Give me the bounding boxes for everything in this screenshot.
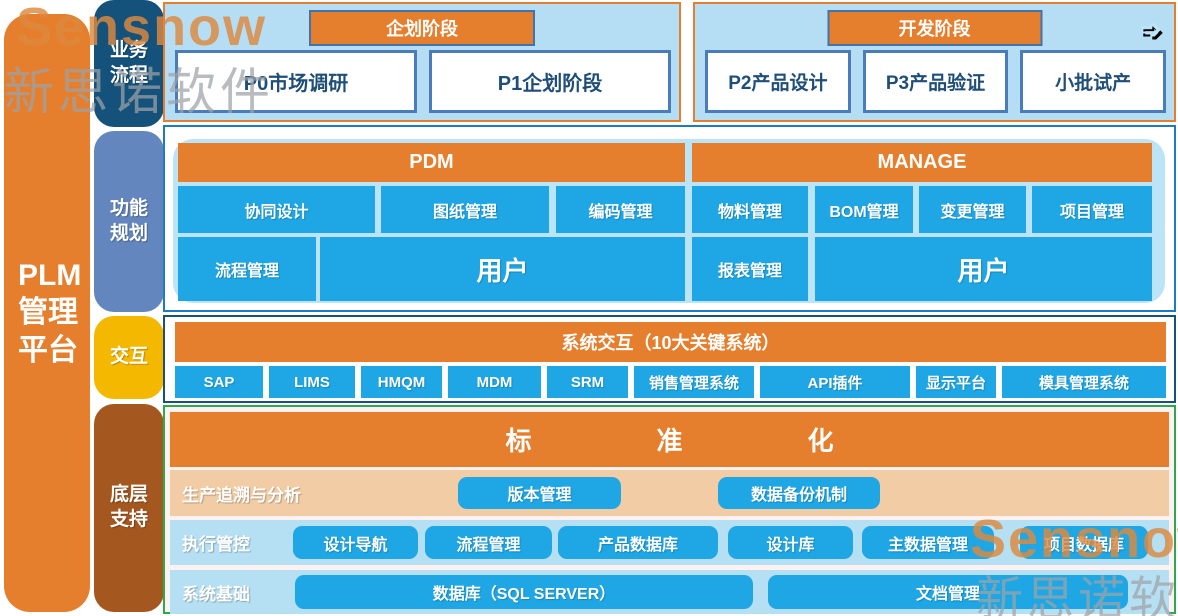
manage-user-button[interactable]: 用户 <box>815 237 1152 301</box>
system-interaction-row: SAP LIMS HMQM MDM SRM 销售管理系统 API插件 显示平台 … <box>175 366 1166 398</box>
system-interaction-header: 系统交互（10大关键系统） <box>175 322 1166 362</box>
development-stage-header: 开发阶段 <box>827 10 1042 46</box>
sql-server-database-button[interactable]: 数据库（SQL SERVER） <box>295 575 753 609</box>
document-management-button[interactable]: 文档管理 <box>768 575 1128 609</box>
pdm-collaborative-design-button[interactable]: 协同设计 <box>178 186 375 233</box>
manage-material-management-button[interactable]: 物料管理 <box>692 186 808 233</box>
page-title: PLM 管理 平台 <box>18 258 82 367</box>
sidebar-label: 底层 支持 <box>109 484 148 530</box>
development-phase-row: P2产品设计 P3产品验证 小批试产 <box>705 50 1167 113</box>
system-basis-row: 系统基础 数据库（SQL SERVER） 文档管理 <box>170 570 1169 614</box>
sidebar-item-business-flow: 业务 流程 <box>94 0 164 127</box>
standardization-title: 标准化 <box>505 426 959 456</box>
sidebar-plm-platform: PLM 管理 平台 <box>4 14 90 612</box>
pdm-coding-management-button[interactable]: 编码管理 <box>556 186 685 233</box>
function-planning-inner: PDM 协同设计 图纸管理 编码管理 流程管理 用户 MANAGE 物料管理 B… <box>173 139 1165 303</box>
process-management-button[interactable]: 流程管理 <box>425 526 552 559</box>
product-database-button[interactable]: 产品数据库 <box>558 526 718 559</box>
planning-phase-row: P0市场调研 P1企划阶段 <box>175 50 671 113</box>
system-display-platform-button[interactable]: 显示平台 <box>916 366 996 398</box>
phase-p0-market-research[interactable]: P0市场调研 <box>175 50 417 113</box>
standardization-header: 标准化 <box>170 412 1169 467</box>
design-library-button[interactable]: 设计库 <box>728 526 853 559</box>
planning-stage-header: 企划阶段 <box>309 10 535 46</box>
pdm-header: PDM <box>178 143 685 182</box>
sidebar-item-foundation: 底层 支持 <box>94 404 164 612</box>
manage-bom-management-button[interactable]: BOM管理 <box>815 186 913 233</box>
design-navigation-button[interactable]: 设计导航 <box>293 526 418 559</box>
sidebar-label: 交互 <box>109 346 148 368</box>
row-label-system-basis: 系统基础 <box>182 584 250 604</box>
system-api-plugin-button[interactable]: API插件 <box>760 366 910 398</box>
sidebar-item-interaction: 交互 <box>94 316 164 399</box>
phase-p1-planning[interactable]: P1企划阶段 <box>429 50 671 113</box>
phase-p2-product-design[interactable]: P2产品设计 <box>705 50 851 113</box>
planning-stage-panel: 企划阶段 P0市场调研 P1企划阶段 <box>163 2 681 122</box>
sidebar-label: 功能 规划 <box>109 197 148 244</box>
foundation-support-panel: 标准化 生产追溯与分析 版本管理 数据备份机制 执行管控 设计导航 流程管理 产… <box>163 405 1176 614</box>
system-hmqm-button[interactable]: HMQM <box>361 366 442 398</box>
manage-report-management-button[interactable]: 报表管理 <box>692 237 808 301</box>
version-management-button[interactable]: 版本管理 <box>458 477 621 509</box>
system-mdm-button[interactable]: MDM <box>448 366 541 398</box>
system-interaction-panel: 系统交互（10大关键系统） SAP LIMS HMQM MDM SRM 销售管理… <box>163 315 1176 403</box>
row-label-execution-control: 执行管控 <box>182 535 250 554</box>
system-lims-button[interactable]: LIMS <box>269 366 355 398</box>
pdm-drawing-management-button[interactable]: 图纸管理 <box>381 186 549 233</box>
manage-project-management-button[interactable]: 项目管理 <box>1032 186 1152 233</box>
execution-control-row: 执行管控 设计导航 流程管理 产品数据库 设计库 主数据管理 项目数据库 <box>170 520 1169 565</box>
system-sales-management-button[interactable]: 销售管理系统 <box>634 366 754 398</box>
manage-header: MANAGE <box>692 143 1152 182</box>
sidebar-item-function-planning: 功能 规划 <box>94 131 164 312</box>
data-backup-mechanism-button[interactable]: 数据备份机制 <box>718 477 880 509</box>
development-stage-panel: 开发阶段 ➩ P2产品设计 P3产品验证 小批试产 <box>693 2 1176 122</box>
project-database-button[interactable]: 项目数据库 <box>1020 526 1148 559</box>
traceability-analysis-row: 生产追溯与分析 版本管理 数据备份机制 <box>170 470 1169 516</box>
pdm-process-management-button[interactable]: 流程管理 <box>178 237 316 301</box>
sidebar-label: 业务 流程 <box>109 39 148 86</box>
phase-p3-product-verification[interactable]: P3产品验证 <box>862 50 1009 113</box>
go-arrow-icon: ➩ <box>1140 14 1162 44</box>
system-mold-management-button[interactable]: 模具管理系统 <box>1002 366 1166 398</box>
manage-change-management-button[interactable]: 变更管理 <box>919 186 1026 233</box>
system-srm-button[interactable]: SRM <box>547 366 628 398</box>
pdm-user-button[interactable]: 用户 <box>320 237 685 301</box>
row-label-traceability: 生产追溯与分析 <box>182 485 301 505</box>
system-sap-button[interactable]: SAP <box>175 366 263 398</box>
function-planning-panel: PDM 协同设计 图纸管理 编码管理 流程管理 用户 MANAGE 物料管理 B… <box>163 125 1176 312</box>
master-data-management-button[interactable]: 主数据管理 <box>862 526 994 559</box>
phase-small-batch-trial[interactable]: 小批试产 <box>1020 50 1167 113</box>
